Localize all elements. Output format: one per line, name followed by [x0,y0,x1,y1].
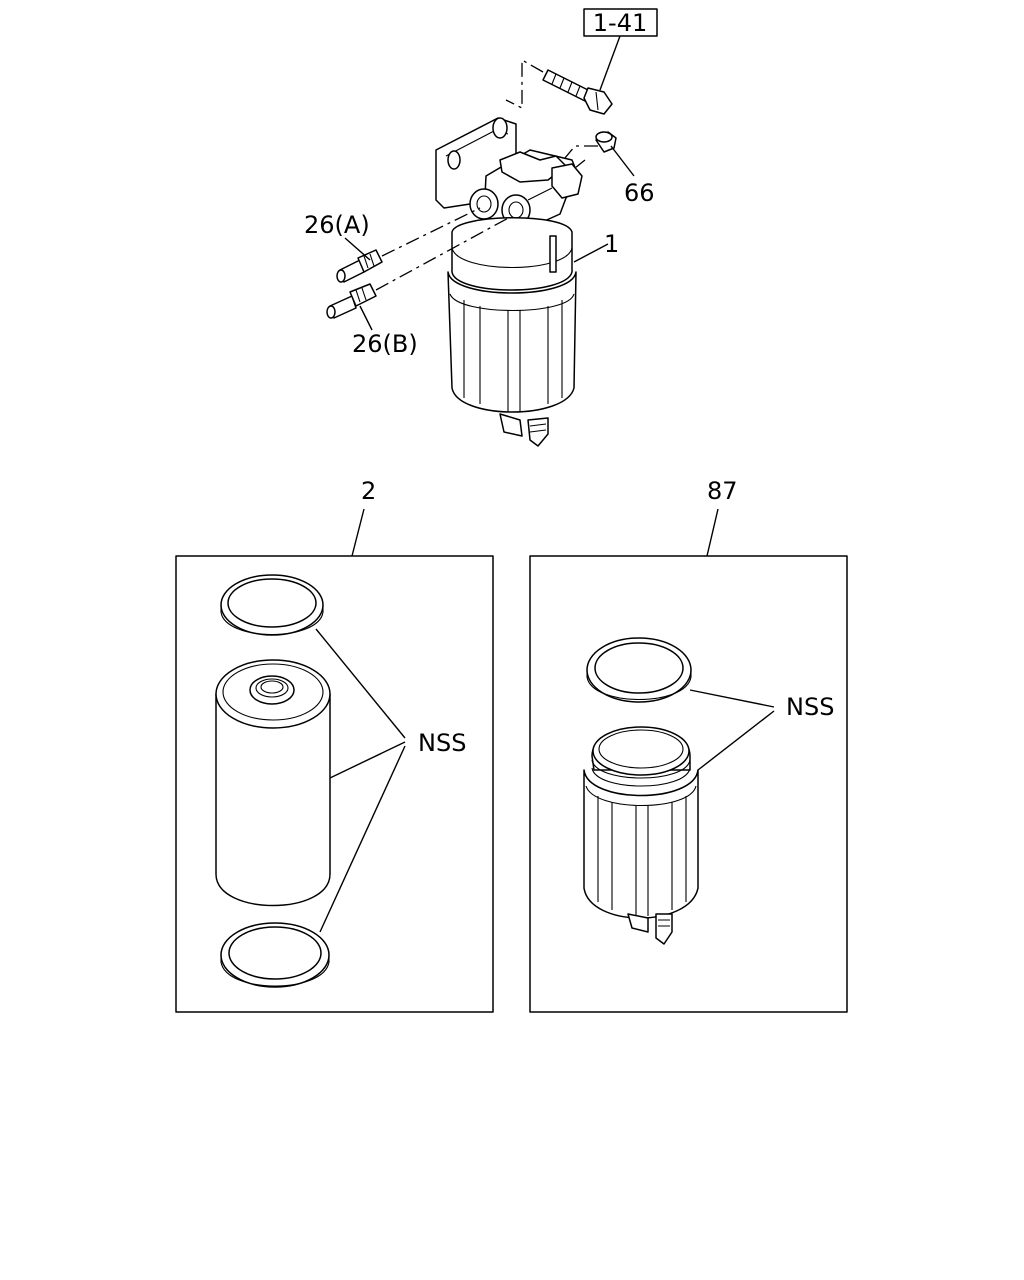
mounting-bolt [542,69,613,115]
bottom-o-ring [220,922,330,988]
element-kit-callout: 2 [361,477,376,505]
fitting-a-callout: 26(A) [304,211,370,239]
element-kit-panel: 2 NSS [175,477,494,1013]
top-o-ring [220,574,324,636]
filter-element [215,659,331,907]
reference-box [583,8,658,37]
bowl-o-ring [586,637,692,703]
nss-label-right: NSS [786,693,834,721]
filter-assembly-body [447,217,577,447]
reference-box-label: 1-41 [593,9,647,37]
fitting-b [326,283,377,319]
nss-label-left: NSS [418,729,466,757]
fitting-b-callout: 26(B) [352,330,418,358]
plug-callout: 66 [624,179,655,207]
filter-assembly-callout: 1 [604,230,619,258]
fitting-a [336,249,383,283]
bowl-kit-panel: 87 NSS [529,477,848,1013]
bowl-kit-callout: 87 [707,477,738,505]
filter-head [469,149,583,233]
filter-bowl [583,726,699,945]
filter-assembly-illustration: 1-41 66 [304,8,658,447]
